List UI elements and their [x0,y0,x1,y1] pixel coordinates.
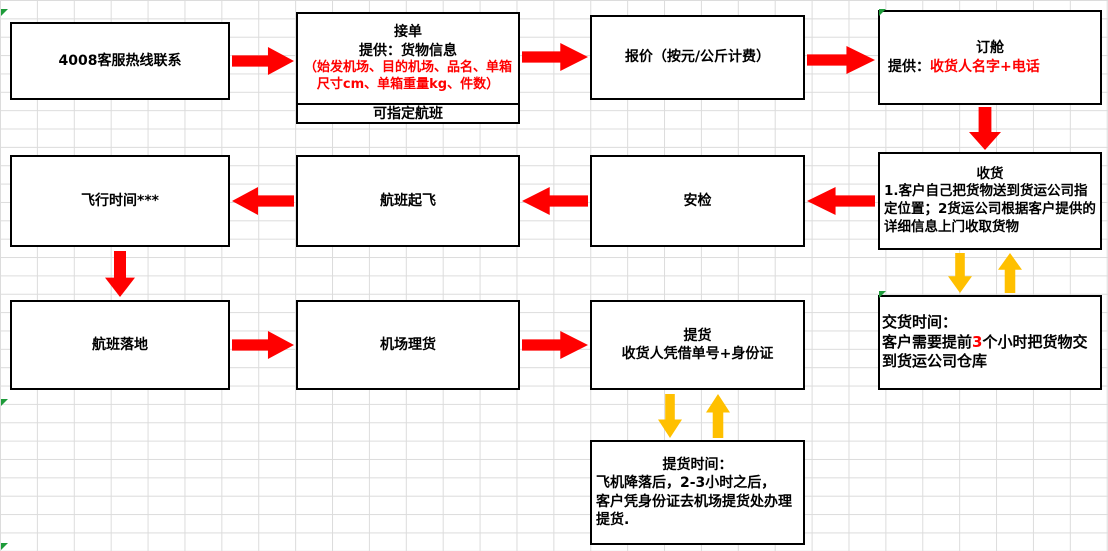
receive-title: 收货 [976,165,1004,182]
booking-title: 订舱 [976,40,1004,57]
delivery-body-hours: 3 [972,332,983,351]
booking-provide-label: 提供： [888,58,930,75]
booking-provide: 提供：收货人名字+电话 [880,58,1100,76]
receive-body: 1.客户自己把货物送到货运公司指定位置；2货运公司根据客户提供的详细信息上门收取… [884,183,1096,235]
security-text: 安检 [683,192,712,209]
flow-box-tally: 机场理货 [296,300,520,390]
arrow-right-hotline-to-order [232,47,294,75]
booking-provide-value: 收货人名字+电话 [930,58,1040,75]
arrow-down-booking-to-receive [969,107,1001,150]
arrow-right-landing-to-tally [232,331,294,359]
order-details: （始发机场、目的机场、品名、单箱尺寸cm、单箱重量kg、件数） [303,59,512,92]
arrow-down-receive-to-delivery-time [948,253,972,293]
arrow-up-pickup-time-to-pickup [706,394,730,438]
takeoff-text: 航班起飞 [380,192,436,209]
quote-text: 报价（按元/公斤计费） [624,49,771,66]
arrow-right-order-to-quote [522,43,588,71]
hotline-text: 4008客服热线联系 [58,52,182,69]
pickup-time-line2: 客户凭身份证去机场提货处办理提货. [596,493,792,528]
pickup-time-title: 提货时间： [662,457,733,474]
arrow-left-takeoff-to-flight-time [232,187,294,215]
pickup-time-line1: 飞机降落后，2-3小时之后， [596,475,776,492]
pickup-subtitle: 收货人凭借单号+身份证 [621,346,774,362]
arrow-down-pickup-to-pickup-time [658,394,682,438]
cell-error-indicator [879,291,886,298]
flow-box-takeoff: 航班起飞 [296,155,520,247]
landing-text: 航班落地 [92,336,148,353]
cell-error-indicator [1,399,8,406]
order-note-text: 可指定航班 [373,105,443,122]
flow-box-order-note: 可指定航班 [296,103,520,124]
order-title: 接单 [394,24,422,41]
cell-error-indicator [879,9,886,16]
flow-box-security: 安检 [590,155,805,247]
cell-error-indicator [1,9,8,16]
flow-box-quote: 报价（按元/公斤计费） [590,15,805,100]
delivery-body-pre: 客户需要提前 [882,332,973,351]
flow-box-booking: 订舱 提供：收货人名字+电话 [878,10,1102,105]
flow-box-hotline: 4008客服热线联系 [10,22,230,100]
arrow-left-security-to-takeoff [522,187,588,215]
flow-box-delivery-time: 交货时间： 客户需要提前3个小时把货物交到货运公司仓库 [878,295,1102,390]
order-provide: 提供：货物信息 [359,42,457,59]
flow-box-flight-time: 飞行时间*** [10,155,230,247]
pickup-title: 提货 [683,327,712,344]
delivery-time-title: 交货时间： [882,313,958,332]
flow-box-pickup-time: 提货时间： 飞机降落后，2-3小时之后， 客户凭身份证去机场提货处办理提货. [590,440,805,545]
cell-error-indicator [1,543,8,550]
arrow-left-receive-to-security [807,187,875,215]
delivery-time-body: 客户需要提前3个小时把货物交到货运公司仓库 [882,333,1098,372]
arrow-up-delivery-time-to-receive [998,253,1022,293]
arrow-down-flight-time-to-landing [105,251,135,297]
flow-box-receive: 收货 1.客户自己把货物送到货运公司指定位置；2货运公司根据客户提供的详细信息上… [878,152,1102,250]
arrow-right-tally-to-pickup [522,331,588,359]
flow-box-order: 接单 提供：货物信息 （始发机场、目的机场、品名、单箱尺寸cm、单箱重量kg、件… [296,12,520,105]
flow-box-pickup: 提货 收货人凭借单号+身份证 [590,300,805,390]
delivery-body-post: 个小时把货物交到货运公司仓库 [882,332,1088,371]
flight-time-text: 飞行时间*** [81,192,159,209]
flow-box-landing: 航班落地 [10,300,230,390]
tally-text: 机场理货 [380,336,436,353]
arrow-right-quote-to-booking [807,46,875,74]
